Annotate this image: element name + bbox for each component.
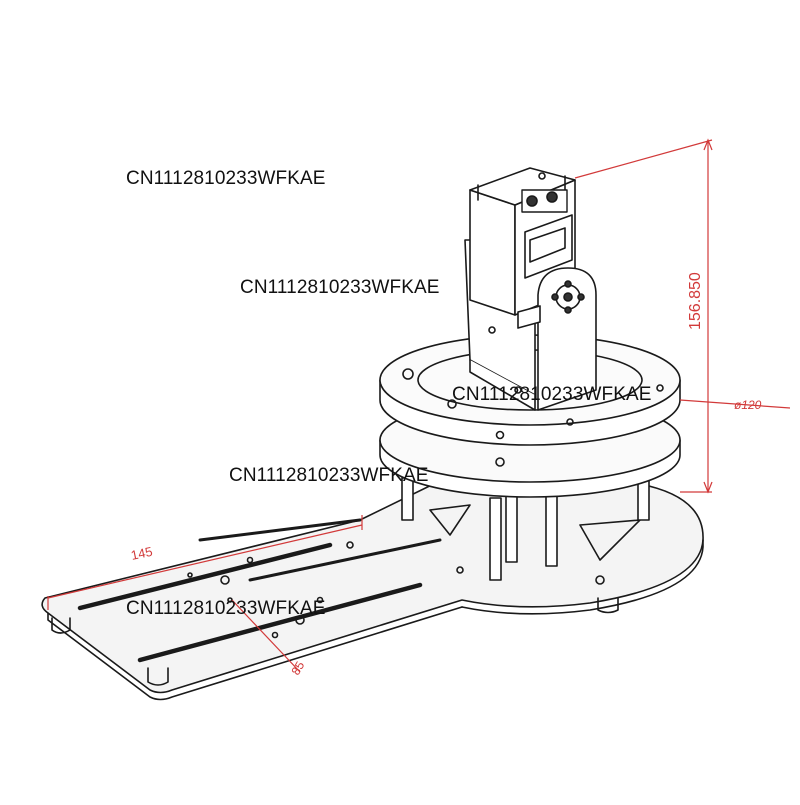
dimension-width-label: 85	[288, 659, 307, 678]
dimension-height-label: 156.850	[687, 272, 704, 330]
dimension-lines	[47, 138, 791, 673]
watermark-text: CN1112810233WFKAE	[240, 277, 440, 298]
watermark-text: CN1112810233WFKAE	[229, 465, 429, 486]
dimension-length-label: 145	[130, 544, 154, 563]
watermark-text: CN1112810233WFKAE	[126, 598, 326, 619]
watermark-text: CN1112810233WFKAE	[452, 384, 652, 405]
servo-horn-plate	[517, 267, 597, 411]
base-plate	[41, 468, 704, 701]
dimension-diameter-label: ø120	[734, 398, 762, 412]
watermark-text: CN1112810233WFKAE	[126, 168, 326, 189]
